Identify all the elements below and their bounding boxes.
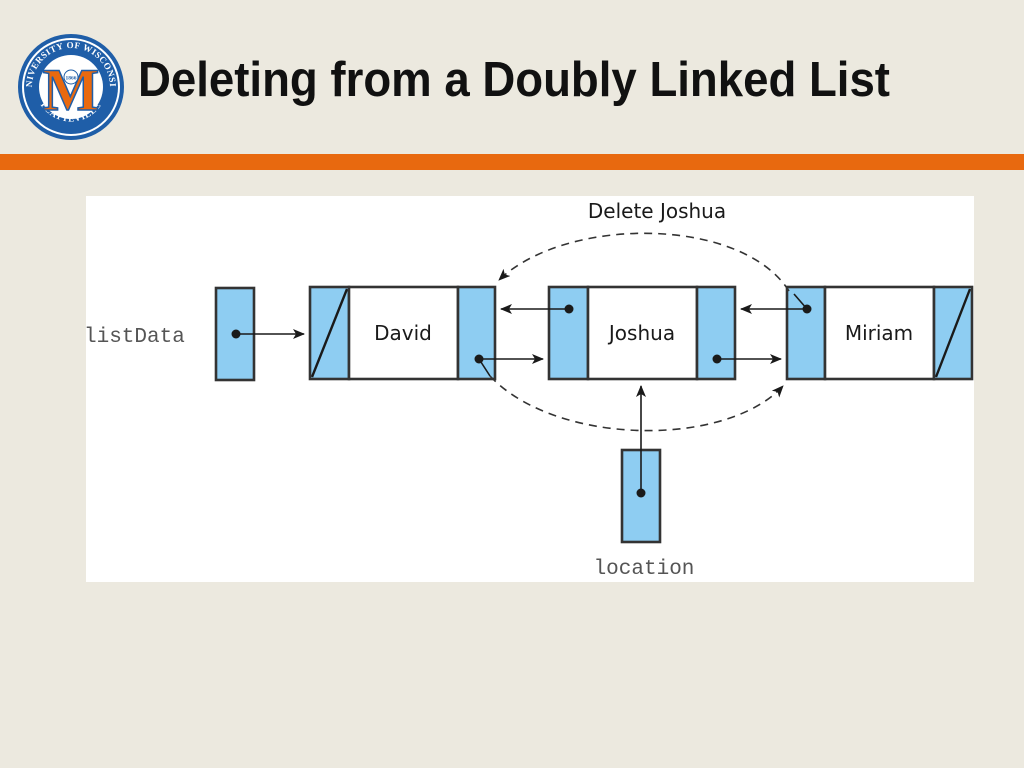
diagram-panel: Delete Joshua listData David Joshua: [86, 196, 974, 582]
node-david: David: [308, 285, 497, 381]
accent-bar: [0, 154, 1024, 170]
node-joshua-label: Joshua: [607, 321, 675, 345]
node-joshua-back-cell: [547, 285, 590, 381]
david-next-detached-stub: [478, 358, 491, 377]
delete-caption: Delete Joshua: [588, 199, 726, 223]
node-joshua-next-cell: [695, 285, 737, 381]
node-david-label: David: [374, 321, 432, 345]
bypass-arc-bottom: [489, 375, 784, 432]
slide-title: Deleting from a Doubly Linked List: [138, 53, 890, 107]
node-joshua: Joshua: [547, 285, 737, 381]
svg-text:1866: 1866: [66, 76, 77, 82]
node-joshua-info-cell: [586, 285, 699, 381]
node-miriam-label: Miriam: [845, 321, 913, 345]
node-david-null-back: [310, 288, 349, 378]
university-seal-logo: UNIVERSITY OF WISCONSIN PLATTEVILLE M 18…: [16, 32, 124, 140]
bypass-arc-top: [498, 232, 790, 292]
linked-list-diagram: Delete Joshua listData David Joshua: [86, 199, 974, 581]
location-label: location: [594, 558, 695, 581]
miriam-back-detached-stub: [793, 293, 808, 310]
node-miriam: Miriam: [785, 285, 974, 381]
node-miriam-back-cell: [785, 285, 827, 381]
node-david-next-cell: [456, 285, 497, 381]
node-miriam-null-next: [934, 288, 972, 378]
svg-text:M: M: [43, 57, 100, 123]
list-data-label: listData: [86, 326, 185, 349]
